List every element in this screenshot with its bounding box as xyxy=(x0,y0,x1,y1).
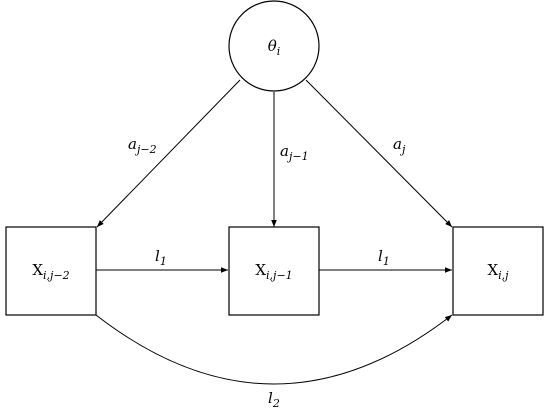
edge-x1-to-x3-curve xyxy=(95,314,453,385)
observed-label-x2: Xi,j−1 xyxy=(255,261,292,282)
observed-label-x1: Xi,j−2 xyxy=(32,261,69,282)
latent-label: θi xyxy=(268,37,281,58)
edge-theta-to-x3 xyxy=(305,79,453,228)
latent-subscript: i xyxy=(277,45,281,58)
observed-node-x3 xyxy=(452,226,544,316)
loading-label-a3: aj xyxy=(393,135,406,156)
lag-label-l1-second: l1 xyxy=(378,247,390,268)
latent-symbol: θ xyxy=(268,37,277,55)
lag-label-l1-first: l1 xyxy=(155,247,167,268)
loading-label-a1: aj−2 xyxy=(128,135,157,156)
lag-label-l2: l2 xyxy=(268,389,280,410)
observed-label-x3: Xi,j xyxy=(487,261,509,282)
loading-label-a2: aj−1 xyxy=(280,142,309,163)
edge-theta-to-x1 xyxy=(96,79,241,228)
observed-node-x1 xyxy=(5,226,97,316)
observed-node-x2 xyxy=(228,226,320,316)
latent-node-theta xyxy=(228,0,320,92)
